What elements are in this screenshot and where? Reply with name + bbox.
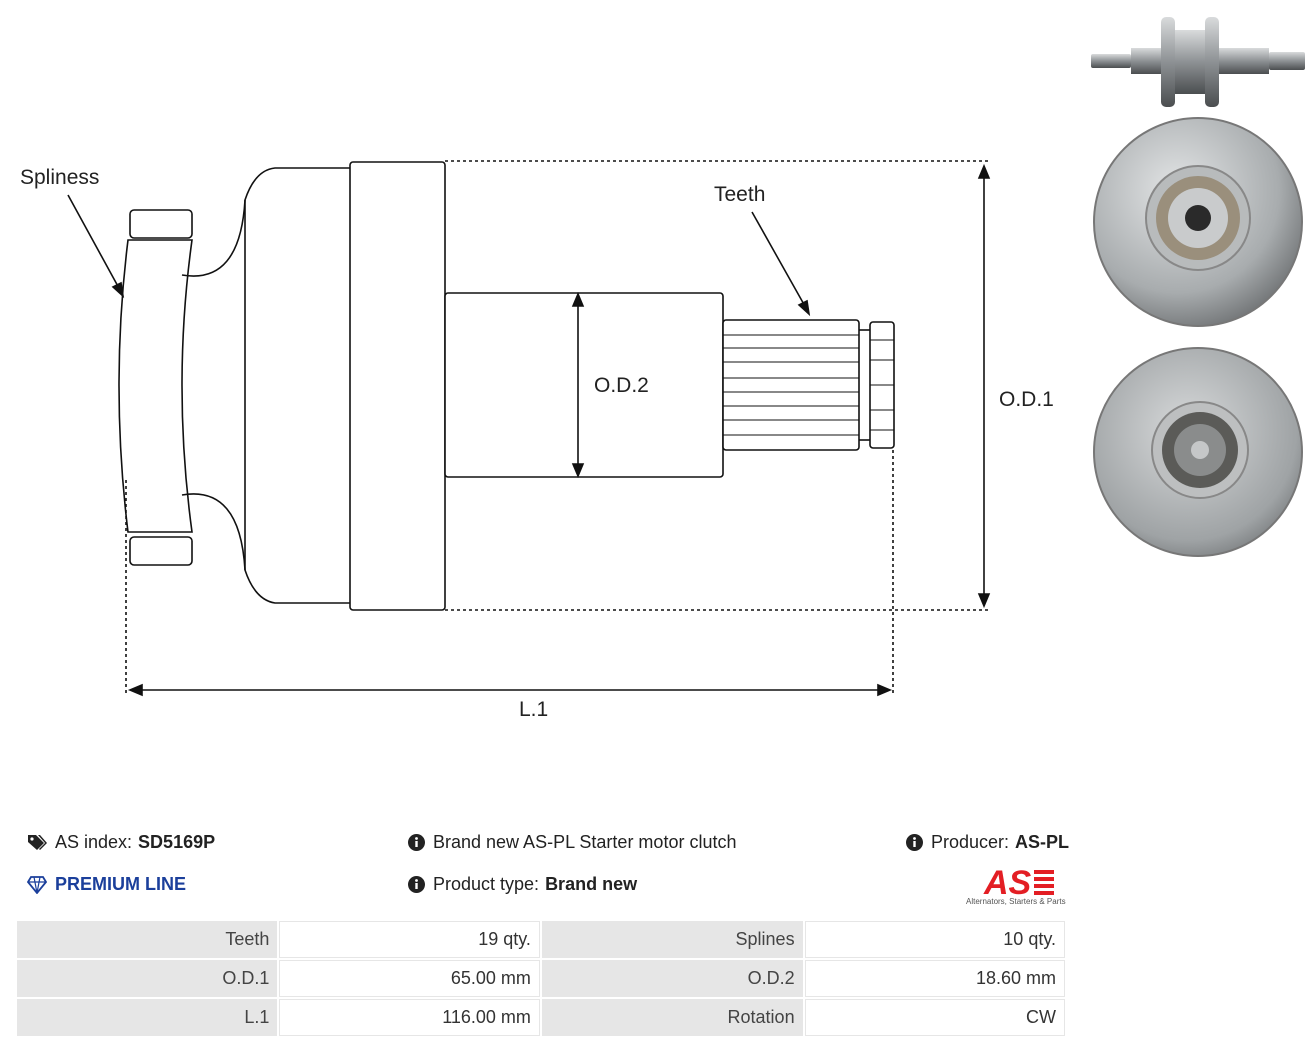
flange-tab-top <box>129 209 193 239</box>
product-description: Brand new AS-PL Starter motor clutch <box>408 832 736 853</box>
spec-value: 19 qty. <box>279 921 540 958</box>
teeth-section <box>722 319 860 451</box>
spec-label: Teeth <box>17 921 278 958</box>
description-text: Brand new AS-PL Starter motor clutch <box>433 832 737 852</box>
technical-diagram: Spliness Teeth O.D.2 O.D.1 L.1 <box>20 160 1054 721</box>
table-row: L.1 116.00 mm Rotation CW <box>17 999 1065 1036</box>
info-icon <box>906 834 923 851</box>
table-row: Teeth 19 qty. Splines 10 qty. <box>17 921 1065 958</box>
clutch-body <box>349 161 446 611</box>
product-photo-front <box>1093 117 1303 327</box>
as-pl-logo: AS Alternators, Starters & Parts <box>964 862 1068 908</box>
product-photo-back <box>1093 347 1303 557</box>
producer-value: AS-PL <box>1015 832 1070 852</box>
flange-shape <box>118 239 193 533</box>
producer-label: Producer: <box>931 832 1010 852</box>
logo-tagline: Alternators, Starters & Parts <box>966 897 1066 906</box>
spec-value: 116.00 mm <box>279 999 540 1036</box>
spec-value: 18.60 mm <box>804 960 1065 997</box>
as-index-label: AS index: <box>55 832 133 852</box>
flange-tab-bottom <box>129 536 193 566</box>
spec-label: O.D.1 <box>17 960 278 997</box>
premium-line: PREMIUM LINE <box>27 874 186 895</box>
producer: Producer: AS-PL <box>906 832 1069 853</box>
diamond-icon <box>27 875 47 894</box>
product-type-value: Brand new <box>545 874 638 894</box>
shaft <box>444 292 724 478</box>
as-index-value: SD5169P <box>138 832 216 852</box>
spec-label: Splines <box>541 921 803 958</box>
specs-table: Teeth 19 qty. Splines 10 qty. O.D.1 65.0… <box>15 919 1067 1038</box>
spec-label: O.D.2 <box>541 960 803 997</box>
neck-top <box>181 167 350 277</box>
info-icon <box>408 876 425 893</box>
spec-label: Rotation <box>541 999 803 1036</box>
spec-value: 10 qty. <box>804 921 1065 958</box>
svg-text:AS: AS <box>983 864 1032 902</box>
table-row: O.D.1 65.00 mm O.D.2 18.60 mm <box>17 960 1065 997</box>
product-type: Product type: Brand new <box>408 874 637 895</box>
label-spliness: Spliness <box>20 166 99 189</box>
label-l1: L.1 <box>519 698 548 721</box>
label-od2: O.D.2 <box>594 374 649 397</box>
product-photo-side <box>1091 17 1305 107</box>
premium-line-label: PREMIUM LINE <box>55 874 187 894</box>
product-type-label: Product type: <box>433 874 540 894</box>
label-od1: O.D.1 <box>999 388 1054 411</box>
spec-value: CW <box>804 999 1065 1036</box>
tags-icon <box>28 834 47 850</box>
spec-label: L.1 <box>17 999 278 1036</box>
info-icon <box>408 834 425 851</box>
neck-bottom <box>181 493 350 604</box>
label-teeth: Teeth <box>714 183 765 206</box>
as-index: AS index: SD5169P <box>27 832 215 853</box>
spec-value: 65.00 mm <box>279 960 540 997</box>
